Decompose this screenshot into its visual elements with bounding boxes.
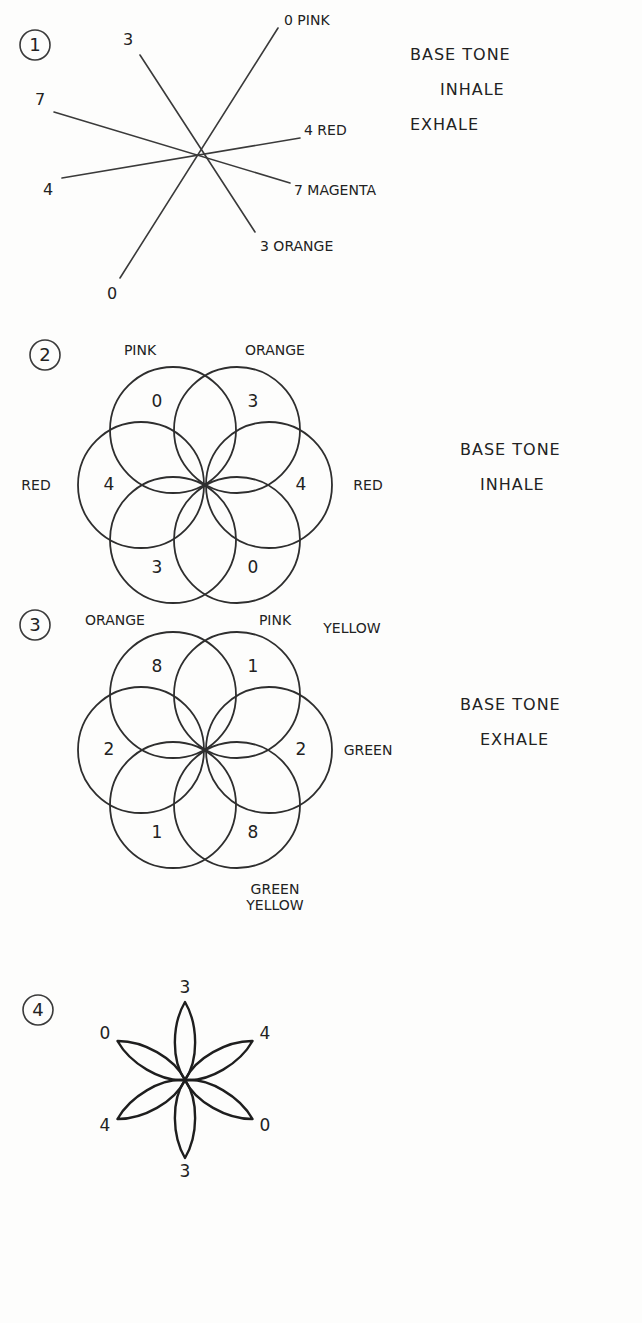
figure-number: 4 — [32, 1000, 43, 1021]
count-number: 8 — [152, 657, 163, 677]
color-label: PINK — [124, 342, 156, 358]
petal-circle: 3 — [173, 366, 301, 494]
color-label: 4 RED — [304, 122, 347, 138]
circle-outline — [109, 631, 237, 759]
circle-outline — [173, 476, 301, 604]
circle-outline — [205, 421, 333, 549]
count-label: 0 — [100, 1024, 111, 1044]
figure-number: 2 — [39, 345, 50, 366]
color-label: 7 MAGENTA — [294, 182, 376, 198]
circle-outline-stroke — [78, 422, 204, 548]
petal — [112, 1032, 190, 1089]
count-label: 7 — [35, 91, 45, 109]
circle-outline-stroke — [174, 367, 300, 493]
figure-number: 3 — [29, 615, 40, 636]
petal-circle: 0 — [173, 476, 301, 604]
count-label: 4 — [100, 1116, 111, 1136]
note-text: BASE TONE — [460, 441, 561, 459]
note-text: BASE TONE — [460, 696, 561, 714]
circle-outline — [77, 421, 205, 549]
count-label: 4 — [43, 181, 53, 199]
count-number: 2 — [104, 740, 115, 760]
circle-outline — [173, 631, 301, 759]
count-number: 2 — [296, 740, 307, 760]
petal-circle: 8 — [109, 631, 237, 759]
radial-line — [62, 138, 300, 178]
count-label: 3 — [180, 978, 191, 998]
petal-circle: 3 — [109, 476, 237, 604]
petal-circle: 4 — [77, 421, 205, 549]
color-label: RED — [21, 477, 50, 493]
count-number: 0 — [248, 558, 259, 578]
count-number: 3 — [248, 392, 259, 412]
count-number: 4 — [296, 475, 307, 495]
color-label: GREEN — [344, 742, 393, 758]
radial-line — [120, 28, 278, 278]
circle-outline — [109, 476, 237, 604]
petal-circle: 8 — [173, 741, 301, 869]
petal-circle: 4 — [205, 421, 333, 549]
radial-line — [140, 55, 255, 232]
figure-number-ring — [20, 610, 50, 640]
circle-outline — [205, 686, 333, 814]
color-label: 0 PINK — [284, 12, 330, 28]
circle-outline-stroke — [206, 687, 332, 813]
count-label: 0 — [107, 285, 117, 303]
count-label: 3 — [123, 31, 133, 49]
count-label: 0 — [260, 1116, 271, 1136]
color-label: YELLOW — [323, 620, 380, 636]
figure-number-ring — [23, 995, 53, 1025]
note-text: BASE TONE — [410, 46, 511, 64]
circle-outline-stroke — [110, 367, 236, 493]
circle-outline-stroke — [110, 632, 236, 758]
figure-number-ring — [30, 340, 60, 370]
count-number: 4 — [104, 475, 115, 495]
note-text: EXHALE — [410, 116, 479, 134]
count-label: 4 — [260, 1024, 271, 1044]
count-label: 3 — [180, 1162, 191, 1182]
color-label: RED — [353, 477, 382, 493]
circle-outline-stroke — [78, 687, 204, 813]
count-number: 1 — [152, 823, 163, 843]
count-number: 0 — [152, 392, 163, 412]
petal-circle: 0 — [109, 366, 237, 494]
circle-outline-stroke — [206, 422, 332, 548]
circle-outline — [77, 686, 205, 814]
count-number: 1 — [248, 657, 259, 677]
petal-circle: 1 — [173, 631, 301, 759]
petal-circle: 2 — [205, 686, 333, 814]
circle-outline-stroke — [174, 477, 300, 603]
circle-outline — [173, 741, 301, 869]
figure-number-ring — [20, 30, 50, 60]
color-label: GREEN YELLOW — [246, 881, 303, 913]
circle-outline-stroke — [110, 477, 236, 603]
circle-outline — [173, 366, 301, 494]
note-text: INHALE — [480, 476, 545, 494]
color-label: ORANGE — [245, 342, 305, 358]
petal — [180, 1071, 258, 1128]
color-label: 3 ORANGE — [260, 238, 333, 254]
petal-circle: 2 — [77, 686, 205, 814]
circle-outline — [109, 366, 237, 494]
count-number: 8 — [248, 823, 259, 843]
circle-outline — [109, 741, 237, 869]
color-label: PINK — [259, 612, 291, 628]
radial-line — [54, 112, 290, 183]
count-number: 3 — [152, 558, 163, 578]
circle-outline-stroke — [174, 742, 300, 868]
figure-number: 1 — [29, 35, 40, 56]
note-text: INHALE — [440, 81, 505, 99]
circle-outline-stroke — [174, 632, 300, 758]
circle-outline-stroke — [110, 742, 236, 868]
petal-circle: 1 — [109, 741, 237, 869]
color-label: ORANGE — [85, 612, 145, 628]
note-text: EXHALE — [480, 731, 549, 749]
